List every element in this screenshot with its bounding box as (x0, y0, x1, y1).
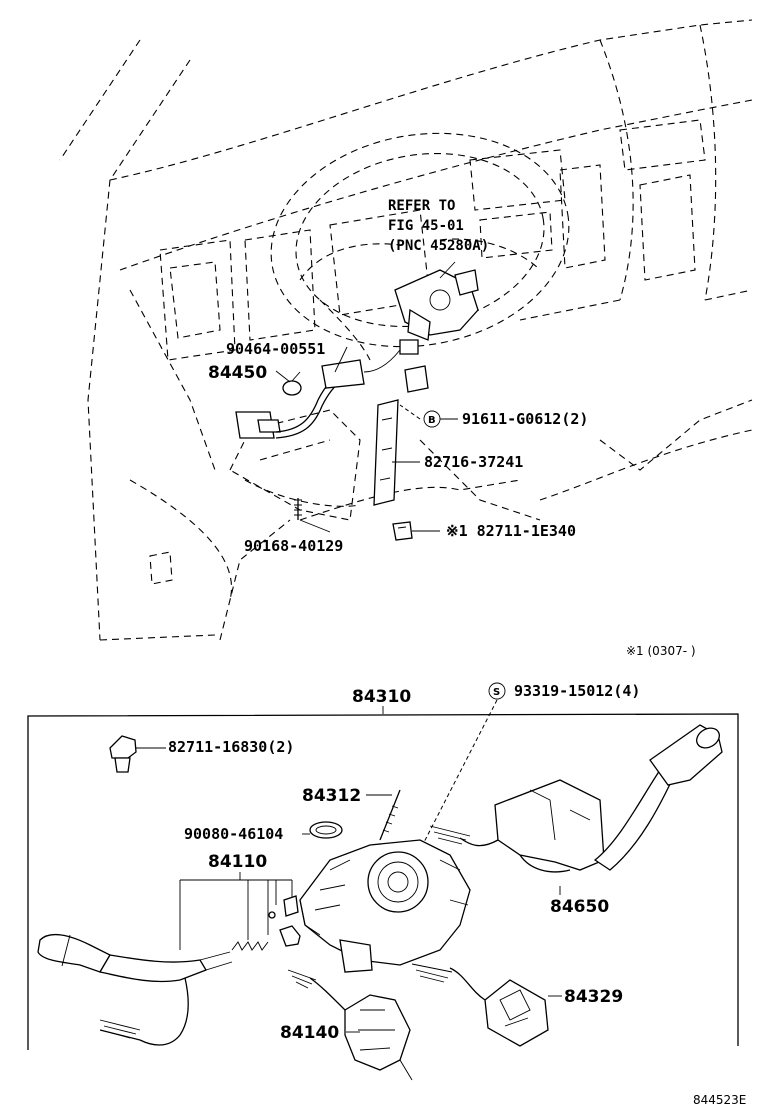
diagram-id: 844523E (693, 1093, 746, 1107)
module-84329 (411, 963, 549, 1047)
label-91611: 91611-G0612(2) (462, 410, 588, 428)
label-90464: 90464-00551 (226, 340, 325, 358)
spring-and-ball (231, 895, 301, 951)
assembly-frame (27, 713, 739, 1050)
clip-82711-16830 (109, 735, 137, 773)
callout-s-letter: S (493, 687, 500, 698)
clamp-90080 (309, 821, 343, 839)
callout-s: S (488, 682, 506, 700)
label-90080: 90080-46104 (184, 825, 283, 843)
wiper-switch-lever (429, 724, 723, 873)
turn-signal-lever (37, 933, 233, 1046)
label-82711-16830: 82711-16830(2) (168, 738, 294, 756)
clip-82711-1e340 (392, 521, 413, 541)
label-82716: 82716-37241 (424, 453, 523, 471)
combination-switch-assembly (299, 839, 471, 973)
label-84140: 84140 (280, 1023, 339, 1043)
refer-note-line1: REFER TO (388, 198, 455, 214)
callout-b: B (423, 410, 441, 428)
refer-note: REFER TO FIG 45-01 (PNC 45280A) (388, 198, 489, 254)
label-82711-1e340: ※1 82711-1E340 (446, 522, 576, 540)
label-84650: 84650 (550, 897, 609, 917)
dashboard-illustration (59, 19, 753, 641)
leader-84110 (179, 872, 293, 950)
label-84329: 84329 (564, 987, 623, 1007)
label-84312: 84312 (302, 786, 361, 806)
bracket-82716 (373, 365, 429, 506)
label-93319: 93319-15012(4) (514, 682, 640, 700)
refer-note-line3: (PNC 45280A) (388, 238, 489, 254)
screw-90168 (294, 498, 302, 520)
refer-note-line2: FIG 45-01 (388, 218, 464, 234)
switch-84140 (287, 969, 413, 1081)
callout-b-letter: B (428, 415, 436, 426)
ignition-switch-assembly (394, 269, 479, 341)
label-90168: 90168-40129 (244, 537, 343, 555)
label-84310: 84310 (352, 687, 411, 707)
pin-84312 (379, 789, 401, 841)
label-84450: 84450 (208, 363, 267, 383)
label-84110: 84110 (208, 852, 267, 872)
steering-wheel-outline (270, 132, 570, 361)
connector-84450 (235, 339, 419, 439)
leader-93319 (419, 699, 498, 851)
footnote: ※1 (0307- ) (626, 644, 696, 658)
leader-lines-upper (275, 261, 458, 533)
clamp-90464 (282, 371, 302, 396)
